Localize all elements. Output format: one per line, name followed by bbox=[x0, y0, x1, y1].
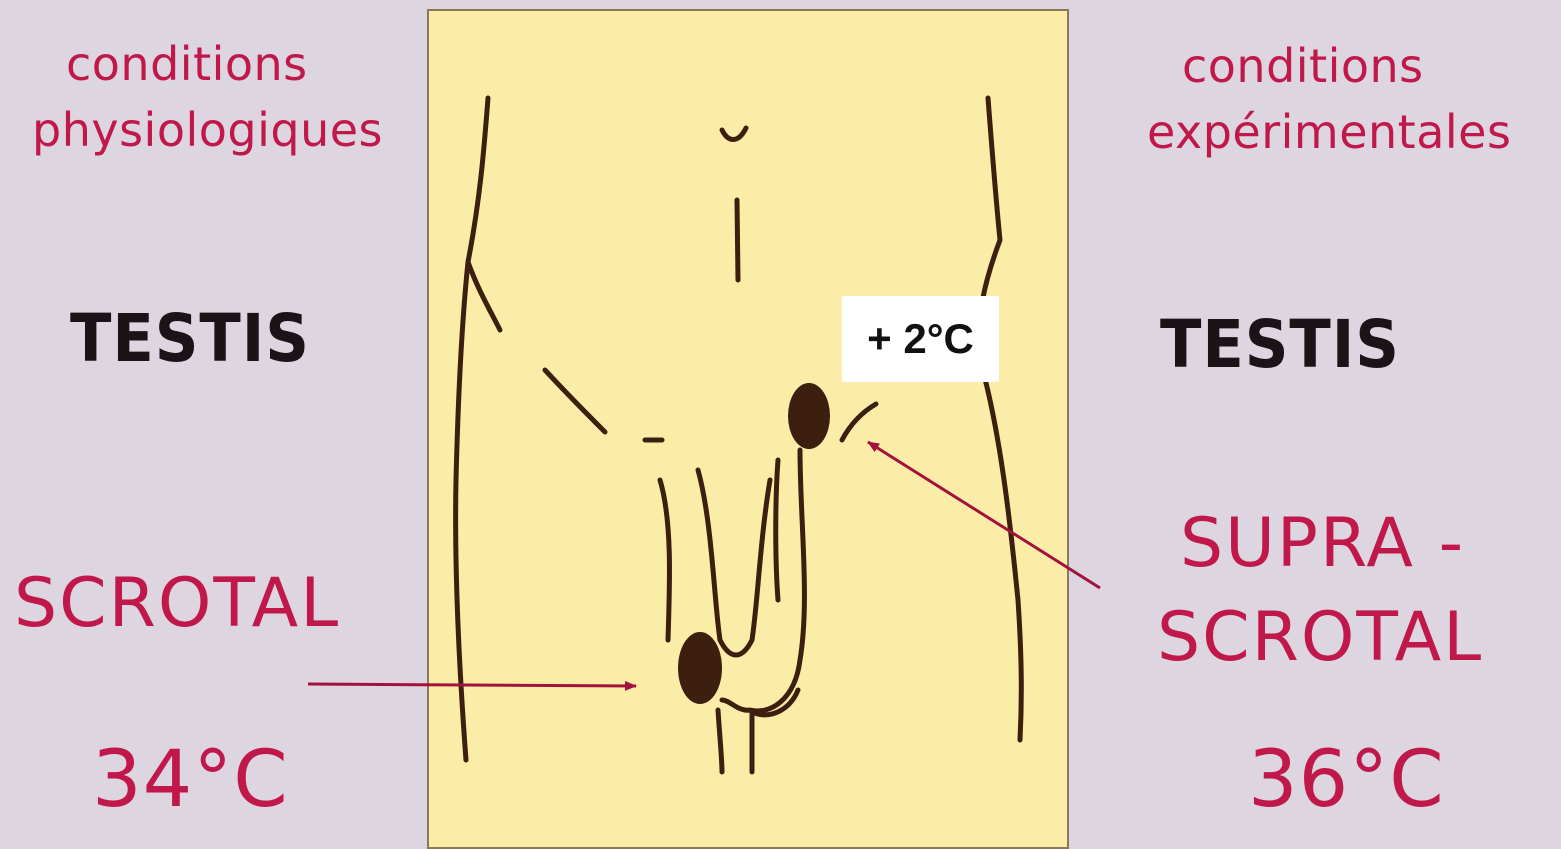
right-hip-outline bbox=[979, 98, 1022, 740]
right-position-line1: SUPRA - bbox=[1180, 500, 1465, 588]
right-organ-label: TESTIS bbox=[1160, 306, 1400, 383]
penis-outline-inner bbox=[698, 470, 770, 655]
penis-outline-left bbox=[660, 480, 670, 640]
lower-leg-left bbox=[718, 710, 722, 772]
left-hip-outline bbox=[456, 98, 488, 760]
spermatic-cord bbox=[776, 460, 778, 600]
left-inguinal-line bbox=[545, 370, 605, 432]
midline bbox=[737, 200, 738, 280]
temperature-delta-badge: + 2°C bbox=[842, 296, 999, 382]
right-temperature: 36°C bbox=[1248, 735, 1445, 825]
scrotal-arrow bbox=[308, 684, 636, 686]
supra-scrotal-testis bbox=[788, 383, 830, 449]
right-position-line2: SCROTAL bbox=[1157, 594, 1483, 682]
navel bbox=[722, 128, 746, 140]
scrotal-testis bbox=[678, 632, 722, 704]
left-groin-crease bbox=[468, 262, 500, 330]
right-heading-line1: conditions bbox=[1182, 34, 1424, 98]
right-inguinal-line bbox=[842, 404, 876, 440]
right-heading-line2: expérimentales bbox=[1147, 100, 1511, 164]
supra-scrotal-arrow bbox=[868, 442, 1100, 588]
scrotum-outline bbox=[722, 450, 804, 711]
